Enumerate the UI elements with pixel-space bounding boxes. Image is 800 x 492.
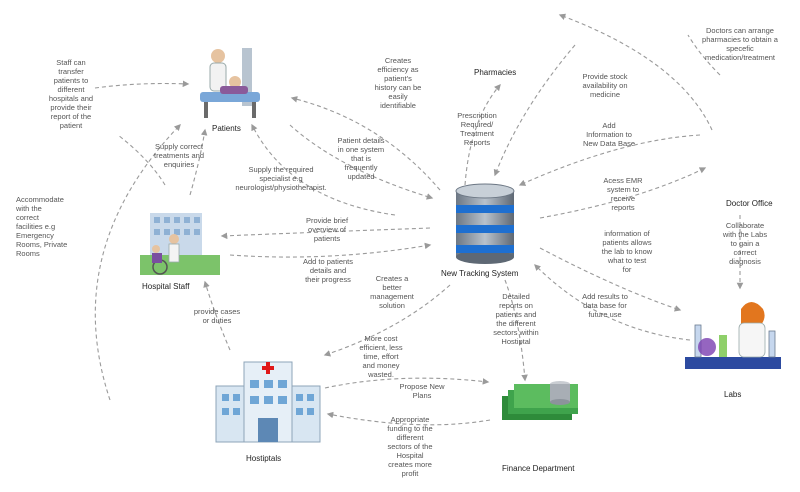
arrow-add-details — [229, 242, 432, 258]
annotation-detailed-reports: Detailed reports on patients and the dif… — [493, 292, 539, 346]
arrow-add-info — [518, 134, 701, 186]
annotation-supply-treatments: Supply correct treatments and enquiries — [153, 142, 205, 169]
node-label-doctor-office: Doctor Office — [726, 199, 773, 208]
arrow-add-results — [534, 264, 691, 341]
annotation-cases-duties: provide cases or duties — [193, 307, 241, 325]
node-label-hospital-staff: Hospital Staff — [142, 282, 190, 291]
arrow-patients-to-staff — [117, 134, 166, 186]
arrow-funding — [326, 411, 491, 426]
arrow-cases-duties — [203, 280, 231, 351]
annotation-more-cost: More cost efficient, less time, effort a… — [359, 334, 403, 379]
labs-icon — [685, 302, 781, 369]
hospital-staff-icon — [140, 213, 220, 275]
annotation-better-mgmt: Creates a better management solution — [370, 274, 414, 310]
annotation-provide-stock: Provide stock availability on medicine — [582, 72, 628, 99]
node-label-patients: Patients — [212, 124, 241, 133]
annotation-accommodate: Accommodate with the correct facilities … — [16, 195, 68, 258]
arrow-better-mgmt — [323, 284, 451, 357]
annotation-acess-emr: Acess EMR system to receive reports — [603, 176, 643, 212]
arrow-brief-overview — [220, 227, 431, 240]
annotation-add-info: Add Information to New Data Base — [582, 121, 636, 148]
annotation-staff-transfer: Staff can transfer patients to different… — [48, 58, 94, 130]
annotation-funding: Appropriate funding to the different sec… — [387, 415, 433, 478]
arrow-specialist — [251, 123, 396, 216]
annotation-supply-specialist: Supply the required specialist e.g neuro… — [235, 165, 327, 192]
annotation-add-to-patients: Add to patients details and their progre… — [302, 257, 354, 284]
hospital-icon — [215, 361, 321, 443]
annotation-creates-efficiency: Creates efficiency as patient's history … — [374, 56, 422, 110]
arrow-efficiency — [290, 96, 441, 191]
arrow-prescription — [464, 83, 501, 186]
node-label-pharmacies: Pharmacies — [474, 68, 517, 77]
database-icon — [455, 183, 515, 264]
annotation-brief-overview: Provide brief overview of patients — [305, 216, 349, 243]
arrow-patient-details — [289, 124, 434, 200]
arrow-stock — [493, 44, 576, 177]
annotation-doctors-arrange: Doctors can arrange pharmacies to obtain… — [702, 26, 778, 62]
node-label-tracking-system: New Tracking System — [441, 269, 519, 278]
annotation-add-results: Add results to data base for future use — [582, 292, 628, 319]
arrow-doctors-arrange — [558, 13, 713, 131]
annotation-collaborate: Collaborate with the Labs to gain a corr… — [722, 221, 768, 266]
annotation-patient-details: Patient details in one system that is fr… — [337, 136, 385, 181]
arrow-acess-emr — [539, 167, 707, 219]
annotation-propose-plans: Propose New Plans — [399, 382, 445, 400]
node-label-hospitals: Hostiptals — [246, 454, 282, 463]
arrow-propose-plans — [324, 377, 490, 389]
annotation-prescription: Prescription Required/ Treatment Reports — [457, 111, 497, 147]
patients-icon — [200, 48, 260, 118]
arrow-staff-transfer — [94, 80, 190, 89]
arrow-detailed-reports — [504, 279, 528, 382]
node-label-finance: Finance Department — [502, 464, 575, 473]
annotation-info-patients: information of patients allows the lab t… — [601, 229, 653, 274]
finance-icon — [502, 381, 578, 420]
node-label-labs: Labs — [724, 390, 742, 399]
